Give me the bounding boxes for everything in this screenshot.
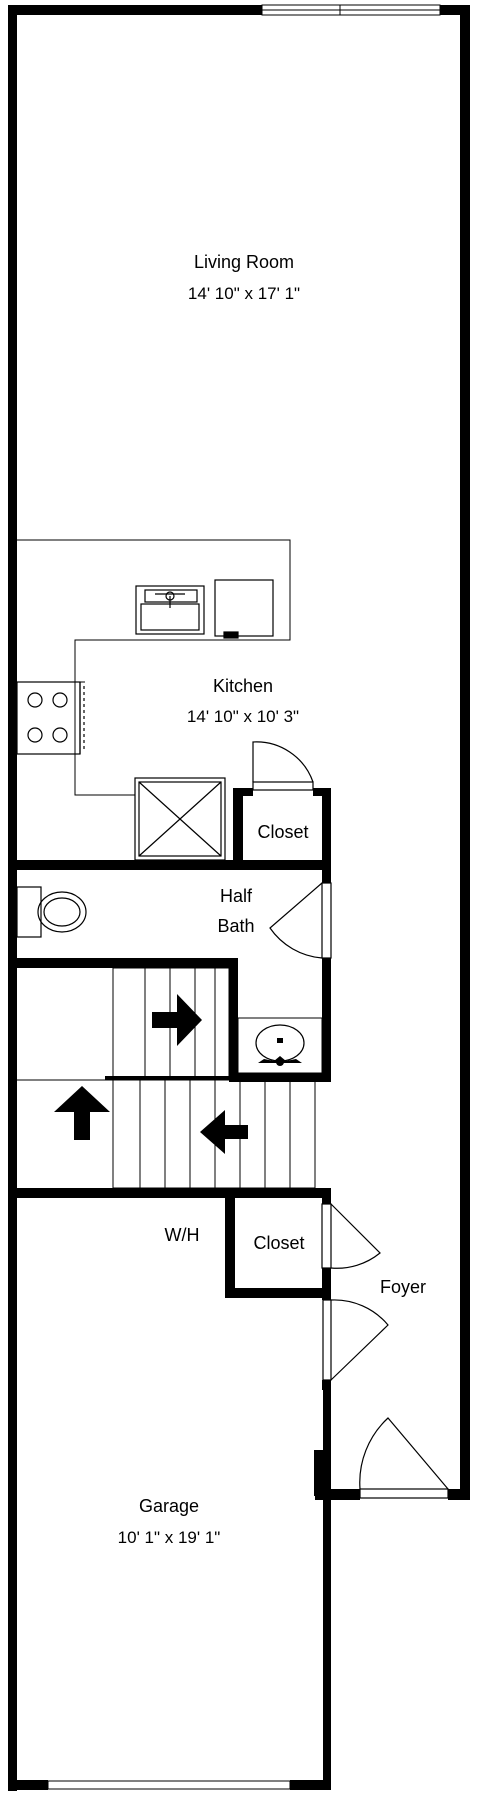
foyer-door [322, 1299, 389, 1381]
bath-sink-icon [237, 1017, 323, 1074]
kitchen-appliance [214, 579, 274, 639]
toilet-icon [16, 886, 87, 938]
garage-name: Garage [139, 1496, 199, 1516]
kitchen-name: Kitchen [213, 676, 273, 696]
arrow-left-icon [200, 1110, 248, 1154]
kitchen-sink [135, 585, 205, 635]
foyer-label: Foyer [380, 1277, 426, 1297]
half-bath-door [269, 882, 332, 959]
entry-door [359, 1417, 449, 1499]
closet-lower-label: Closet [253, 1233, 304, 1253]
window-top [261, 4, 441, 16]
refrigerator-icon [134, 777, 226, 861]
half-bath-label-line2: Bath [217, 916, 254, 936]
wall-guides [8, 539, 470, 1091]
garage-door-opening [47, 1780, 291, 1790]
range-icon [16, 681, 85, 755]
kitchen-dims: 14' 10" x 10' 3" [187, 707, 299, 726]
kitchen-counters [17, 539, 291, 796]
living-room-dims: 14' 10" x 17' 1" [188, 284, 300, 303]
closet-upper-label: Closet [257, 822, 308, 842]
exterior-walls [8, 5, 470, 1791]
arrow-right-icon [152, 994, 202, 1046]
interior-walls [8, 788, 331, 1390]
garage-dims: 10' 1" x 19' 1" [118, 1528, 221, 1547]
half-bath-label-line1: Half [220, 886, 253, 906]
water-heater-label: W/H [165, 1225, 200, 1245]
closet-door-upper [252, 741, 314, 791]
closet-door-lower [321, 1203, 381, 1269]
living-room-name: Living Room [194, 252, 294, 272]
arrow-up-icon [54, 1086, 110, 1140]
